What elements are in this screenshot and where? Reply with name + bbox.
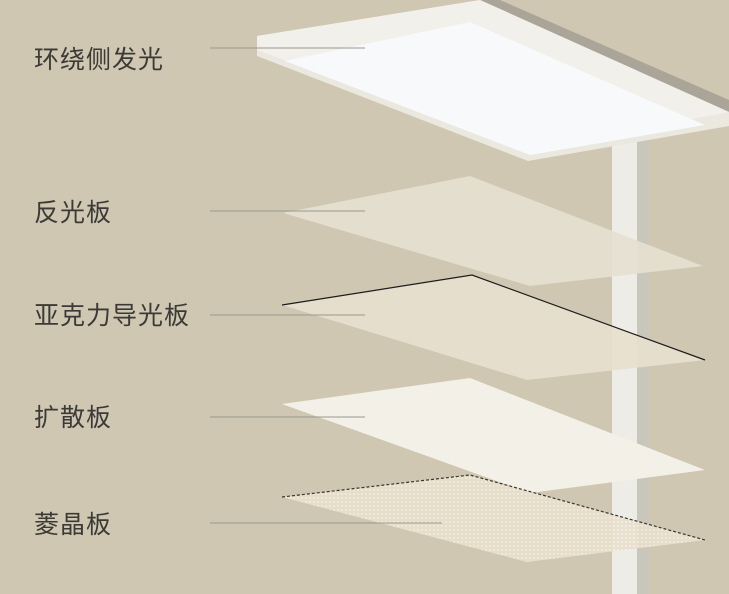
diffuser-plate bbox=[282, 378, 705, 493]
leader-lines bbox=[210, 47, 442, 524]
label-diffuser: 扩散板 bbox=[34, 403, 113, 432]
prism-plate bbox=[281, 474, 706, 562]
edge-lit-panel bbox=[257, 0, 729, 161]
label-edge-lighting: 环绕侧发光 bbox=[34, 45, 165, 74]
label-reflector: 反光板 bbox=[34, 198, 113, 227]
acrylic-light-guide-plate bbox=[281, 274, 706, 380]
label-acrylic-guide: 亚克力导光板 bbox=[34, 301, 191, 330]
label-prism: 菱晶板 bbox=[34, 510, 113, 539]
reflector-plate bbox=[283, 176, 703, 286]
